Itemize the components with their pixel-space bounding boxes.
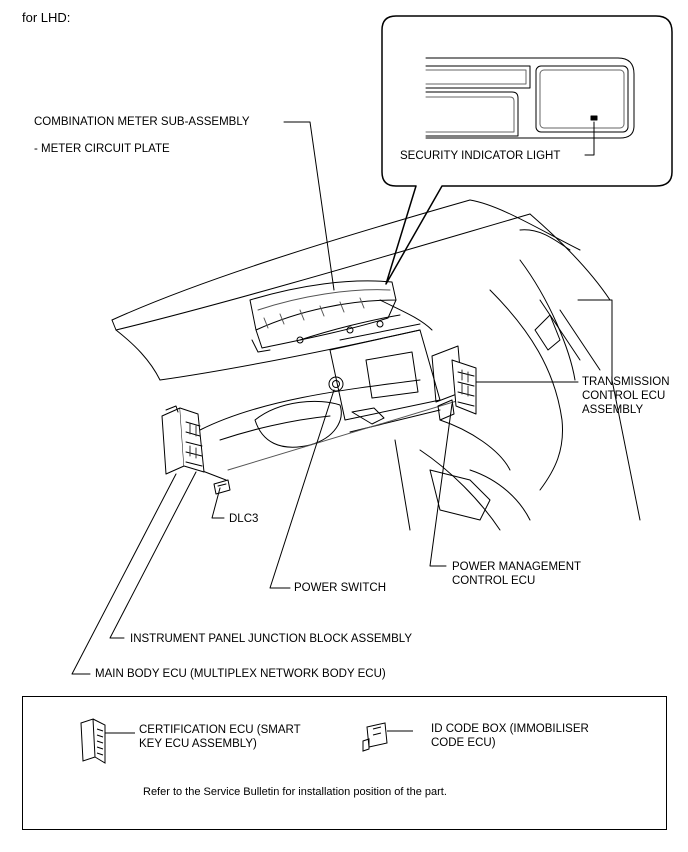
id-code-box-icon — [362, 722, 388, 752]
leader-lines — [71, 121, 579, 675]
meter-circuit-plate-label: - METER CIRCUIT PLATE — [34, 143, 170, 155]
transmission-ecu-label-2: CONTROL ECU — [582, 390, 666, 402]
legend-box: CERTIFICATION ECU (SMART KEY ECU ASSEMBL… — [22, 696, 667, 830]
cert-ecu-label-2: KEY ECU ASSEMBLY) — [139, 738, 257, 750]
power-management-label-1: POWER MANAGEMENT — [452, 561, 582, 573]
security-indicator-callout — [381, 15, 673, 285]
transmission-ecu-label-1: TRANSMISSION — [582, 376, 670, 388]
transmission-ecu-label-3: ASSEMBLY — [582, 404, 644, 416]
legend-note: Refer to the Service Bulletin for instal… — [143, 786, 447, 798]
dlc3-shape — [213, 479, 231, 495]
cert-ecu-label-1: CERTIFICATION ECU (SMART — [139, 724, 301, 736]
page-header: for LHD: — [22, 10, 71, 25]
dlc3-label: DLC3 — [229, 513, 259, 525]
id-code-box-label-2: CODE ECU) — [431, 737, 496, 749]
security-indicator-label: SECURITY INDICATOR LIGHT — [400, 150, 561, 162]
power-switch-label: POWER SWITCH — [294, 582, 386, 594]
combination-meter-label: COMBINATION METER SUB-ASSEMBLY — [34, 116, 250, 128]
id-code-box-label-1: ID CODE BOX (IMMOBILISER — [431, 723, 589, 735]
power-management-label-2: CONTROL ECU — [452, 575, 536, 587]
combination-meter-shape — [249, 280, 397, 353]
power-switch-shape — [328, 376, 344, 392]
main-body-ecu-label: MAIN BODY ECU (MULTIPLEX NETWORK BODY EC… — [95, 668, 386, 680]
dashboard-outline — [111, 199, 641, 531]
junction-block-shape — [161, 405, 205, 475]
security-light-icon — [590, 115, 598, 121]
ip-junction-block-label: INSTRUMENT PANEL JUNCTION BLOCK ASSEMBLY — [130, 633, 413, 645]
power-management-ecu-shape — [431, 345, 477, 421]
certification-ecu-icon — [80, 718, 106, 764]
